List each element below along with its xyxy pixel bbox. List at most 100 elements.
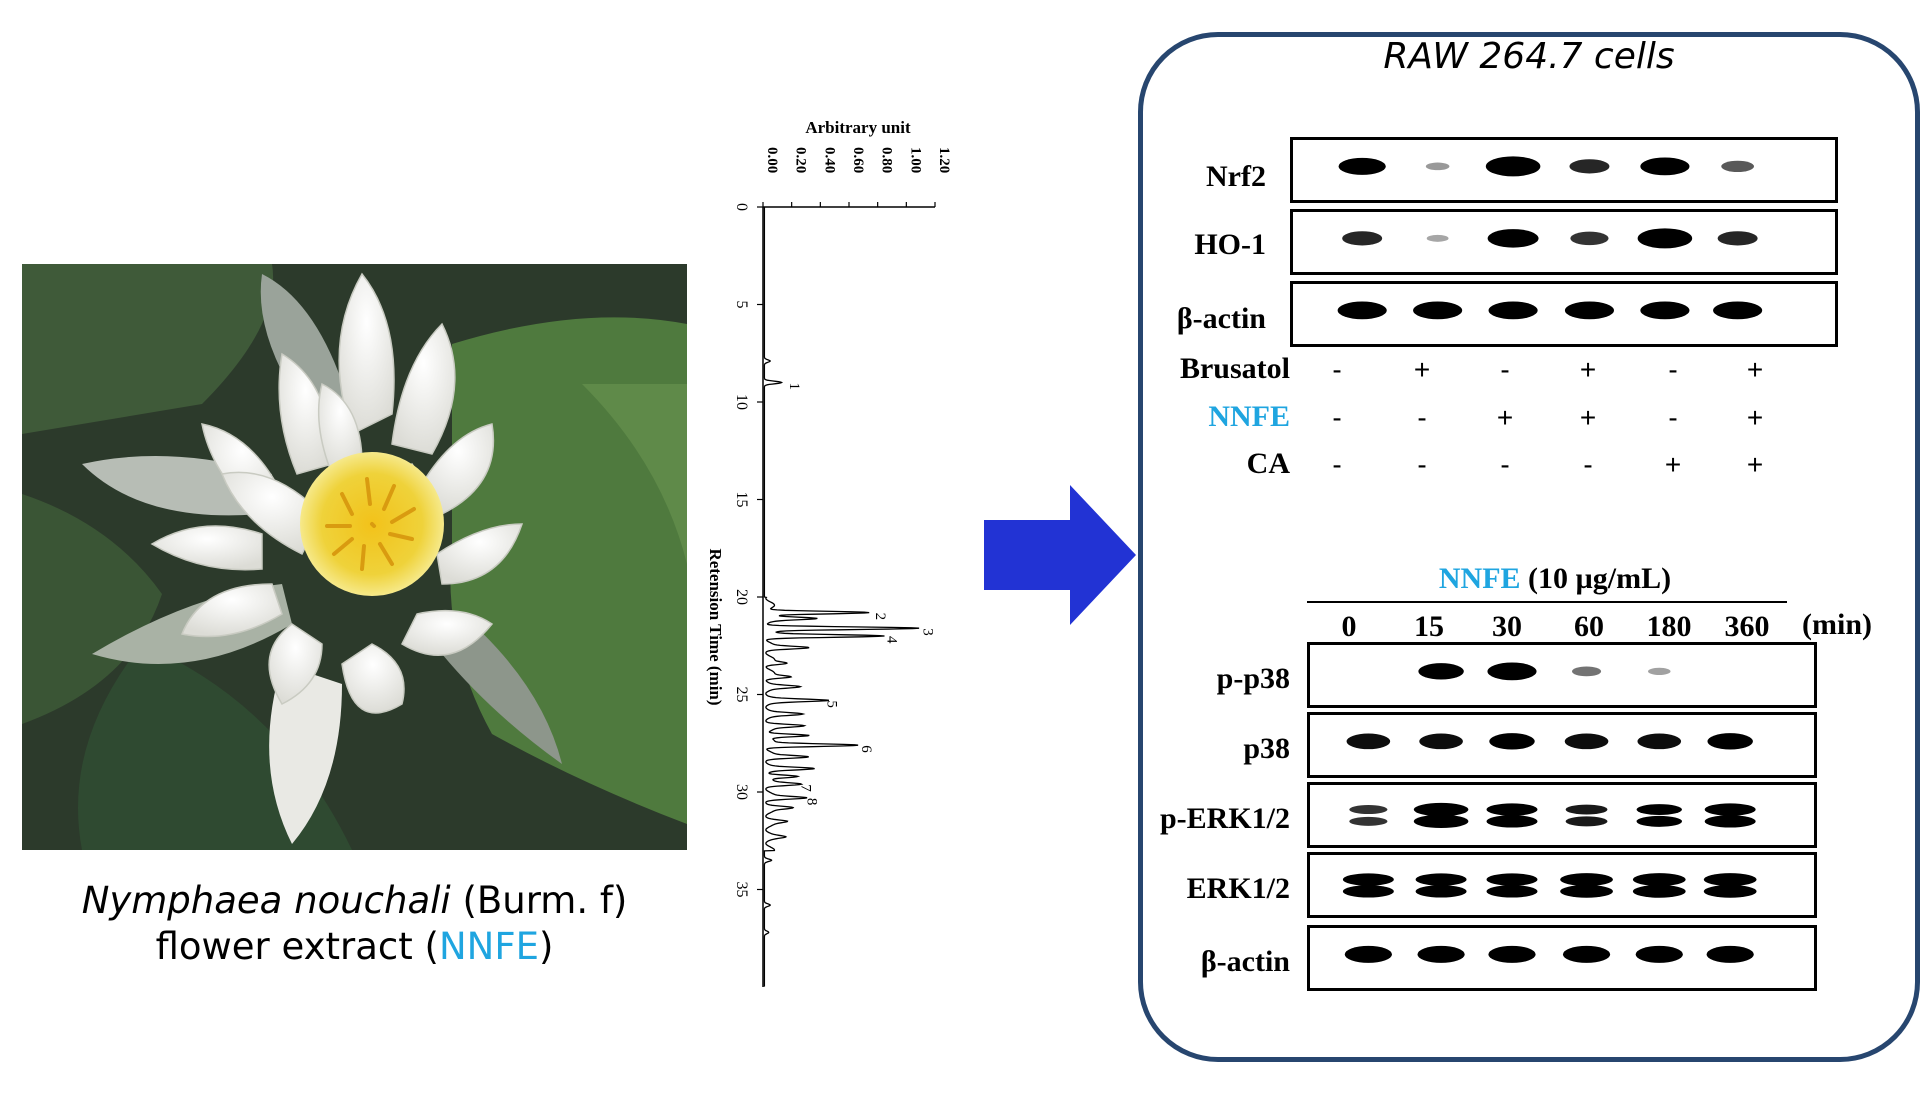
band xyxy=(1337,301,1387,320)
water-lily-photo xyxy=(22,264,687,850)
treatment-sign: - xyxy=(1332,402,1342,433)
time-point-label: 30 xyxy=(1492,610,1522,643)
band xyxy=(1486,803,1538,816)
caption-text: flower extract ( xyxy=(155,925,439,968)
blot-beta-actin-2 xyxy=(1307,925,1817,991)
band xyxy=(1425,162,1450,171)
time-tick-label: 30 xyxy=(733,784,750,800)
intensity-tick-label: 1.00 xyxy=(907,147,923,173)
treatment-sign: - xyxy=(1583,449,1593,480)
band xyxy=(1344,945,1392,963)
treatment-sign: + xyxy=(1413,354,1431,385)
treatment-sign: - xyxy=(1417,449,1427,480)
band xyxy=(1564,301,1614,320)
treatment-sign: - xyxy=(1332,354,1342,385)
right-arrow-icon xyxy=(984,485,1136,625)
band xyxy=(1338,157,1386,175)
blot-beta-actin-1 xyxy=(1290,281,1838,347)
time-point-label: 0 xyxy=(1341,610,1357,643)
band xyxy=(1640,301,1690,320)
band xyxy=(1704,815,1756,828)
band xyxy=(1721,160,1754,172)
peak-label: 5 xyxy=(823,700,839,708)
band xyxy=(1346,733,1391,750)
band xyxy=(1572,666,1602,677)
band xyxy=(1342,231,1383,246)
header-abbr: NNFE xyxy=(1438,562,1521,595)
row-label-beta-actin-2: β-actin xyxy=(1200,945,1290,978)
time-point-label: 60 xyxy=(1574,610,1604,643)
band xyxy=(1419,733,1463,750)
band xyxy=(1648,667,1671,675)
time-tick-label: 35 xyxy=(733,882,750,898)
band xyxy=(1632,873,1686,886)
band xyxy=(1413,301,1463,320)
treatment-label: NNFE xyxy=(1208,400,1290,433)
band xyxy=(1570,231,1609,246)
time-tick-label: 10 xyxy=(733,394,750,410)
band xyxy=(1417,945,1465,963)
band xyxy=(1706,945,1754,963)
band xyxy=(1565,804,1608,815)
band xyxy=(1713,301,1763,320)
intensity-tick-label: 0.40 xyxy=(821,147,837,173)
row-label-p-erk: p-ERK1/2 xyxy=(1159,802,1290,835)
header-concentration: (10 µg/mL) xyxy=(1520,562,1672,595)
band xyxy=(1703,884,1757,898)
blot-erk xyxy=(1307,852,1817,918)
time-tick-label: 15 xyxy=(733,492,750,508)
treatment-sign: + xyxy=(1664,449,1682,480)
time-course-header: NNFE (10 µg/mL) xyxy=(1410,562,1700,596)
retention-time-label: Retension Time (min) xyxy=(706,548,725,705)
raw-cells-panel xyxy=(1138,32,1920,1062)
band xyxy=(1418,663,1464,680)
blot-p-erk xyxy=(1307,782,1817,848)
band xyxy=(1560,884,1613,898)
blot-p-p38 xyxy=(1307,642,1817,708)
blot-p38 xyxy=(1307,712,1817,778)
flower-caption: Nymphaea nouchali (Burm. f) flower extra… xyxy=(22,878,687,970)
peak-label: 2 xyxy=(872,613,888,621)
time-tick-label: 25 xyxy=(733,687,750,703)
time-tick-label: 5 xyxy=(733,301,750,309)
band xyxy=(1637,733,1682,750)
intensity-tick-label: 1.20 xyxy=(936,147,952,173)
peak-label: 3 xyxy=(920,628,936,636)
band xyxy=(1488,301,1538,320)
caption-close: ) xyxy=(538,925,554,968)
species-name: Nymphaea nouchali xyxy=(81,879,451,922)
band xyxy=(1342,885,1394,898)
row-label-p38: p38 xyxy=(1243,732,1290,765)
band xyxy=(1707,733,1753,750)
treatment-sign: - xyxy=(1668,354,1678,385)
peak-label: 7 xyxy=(798,784,814,792)
peak-label: 4 xyxy=(884,636,900,644)
treatment-sign: - xyxy=(1500,449,1510,480)
band xyxy=(1413,802,1469,817)
treatment-sign: - xyxy=(1668,402,1678,433)
band xyxy=(1349,816,1388,826)
band xyxy=(1487,229,1539,248)
band xyxy=(1415,873,1467,886)
peak-label: 6 xyxy=(858,745,874,753)
treatment-label: CA xyxy=(1246,447,1290,480)
intensity-tick-label: 0.00 xyxy=(764,147,780,173)
band xyxy=(1704,803,1756,816)
treatment-sign: + xyxy=(1746,402,1764,433)
row-label-ho1: HO-1 xyxy=(1194,228,1266,261)
band xyxy=(1489,733,1535,750)
treatment-sign: + xyxy=(1579,402,1597,433)
row-label-p-p38: p-p38 xyxy=(1216,662,1290,695)
band xyxy=(1488,945,1536,963)
band xyxy=(1562,945,1611,963)
band xyxy=(1485,156,1541,177)
species-author: (Burm. f) xyxy=(462,879,628,922)
band xyxy=(1640,157,1690,176)
time-tick-label: 0 xyxy=(733,203,750,211)
band xyxy=(1569,159,1610,174)
band xyxy=(1636,815,1682,827)
band xyxy=(1413,814,1469,829)
treatment-label: Brusatol xyxy=(1179,352,1290,385)
